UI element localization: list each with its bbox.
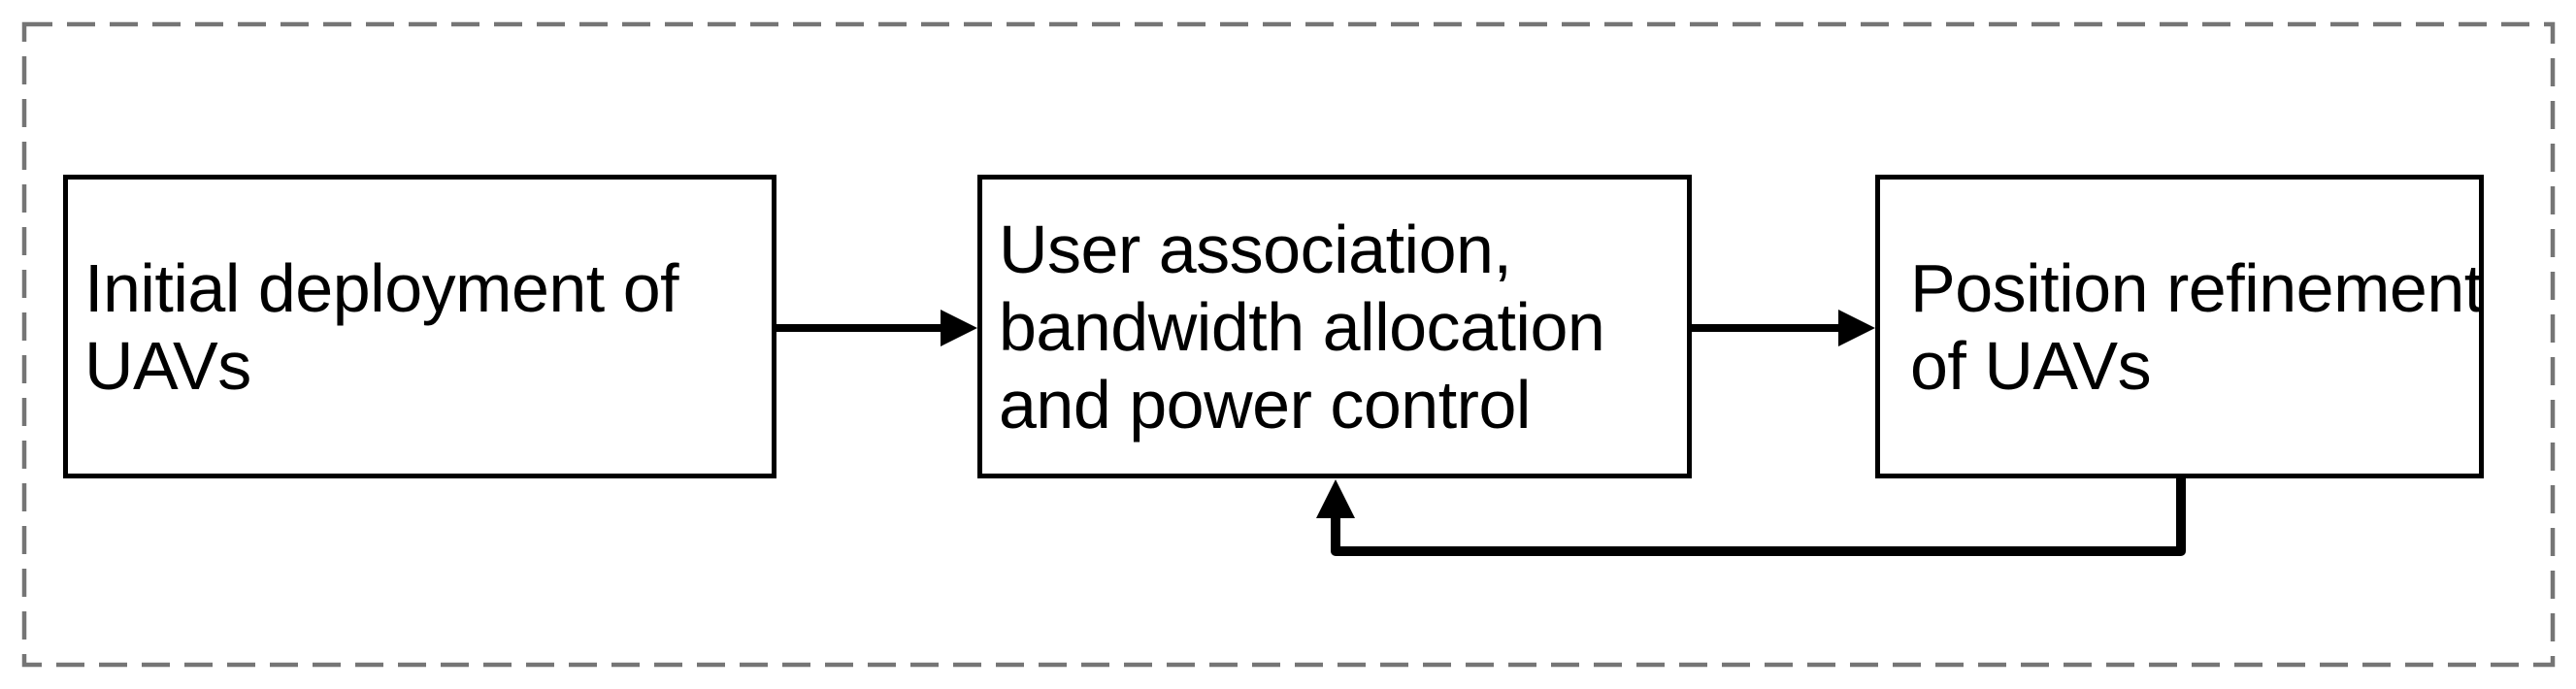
box-label: Initial deployment of UAVs xyxy=(84,249,679,404)
arrowhead-right-icon xyxy=(1838,310,1875,346)
arrow-allocation-to-refinement xyxy=(1692,310,1875,346)
arrow-refinement-feedback xyxy=(1316,472,2186,556)
arrowhead-right-icon xyxy=(941,310,977,346)
flowchart-box-initial-deployment: Initial deployment of UAVs xyxy=(63,175,776,478)
flowchart-box-resource-allocation: User association, bandwidth allocation a… xyxy=(977,175,1692,478)
flowchart-box-position-refinement: Position refinement of UAVs xyxy=(1875,175,2484,478)
arrow-initial-to-allocation xyxy=(776,310,977,346)
box-label: User association, bandwidth allocation a… xyxy=(999,211,1605,443)
arrowhead-up-icon xyxy=(1316,479,1355,518)
box-label: Position refinement of UAVs xyxy=(1910,249,2483,404)
